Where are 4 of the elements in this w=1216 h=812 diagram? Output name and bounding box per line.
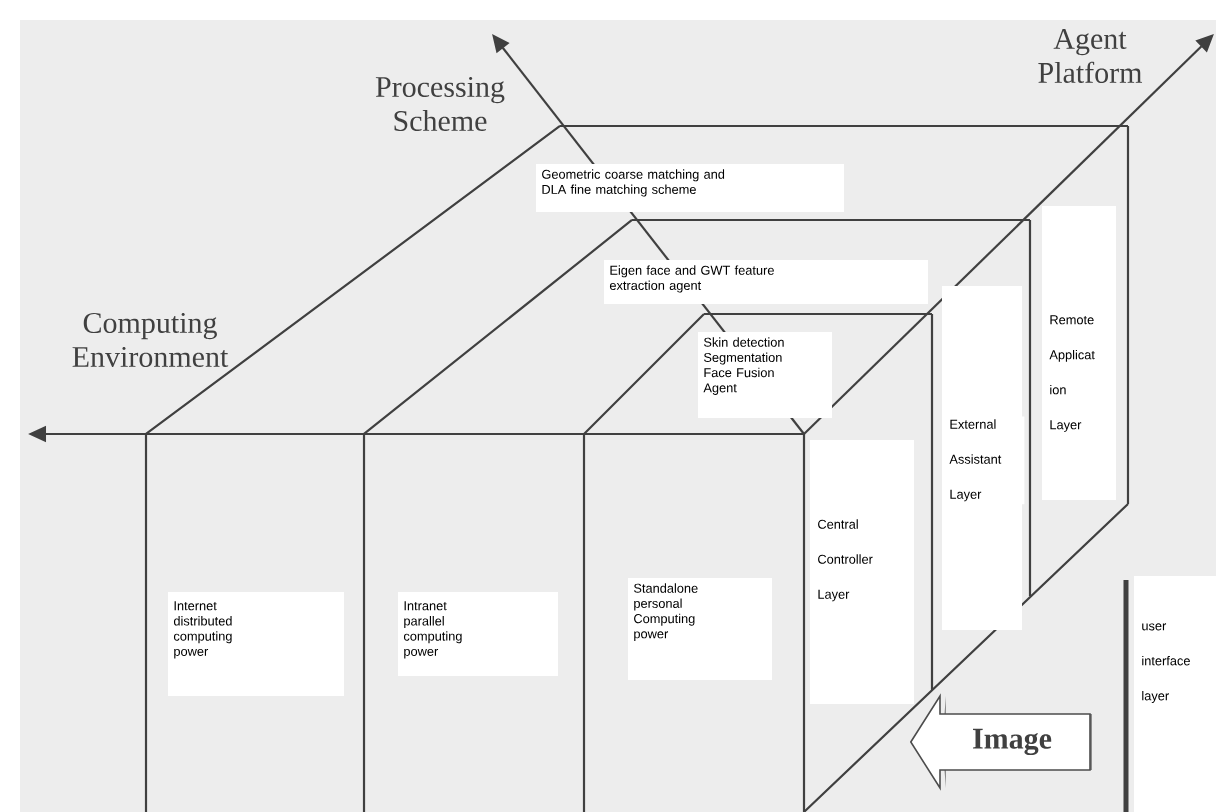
axis-title: Computing Environment bbox=[72, 312, 229, 368]
edge-label: Image bbox=[973, 728, 1052, 756]
axis-title: Processing Scheme bbox=[375, 76, 505, 132]
axis-title: Agent Platform bbox=[1038, 28, 1143, 83]
